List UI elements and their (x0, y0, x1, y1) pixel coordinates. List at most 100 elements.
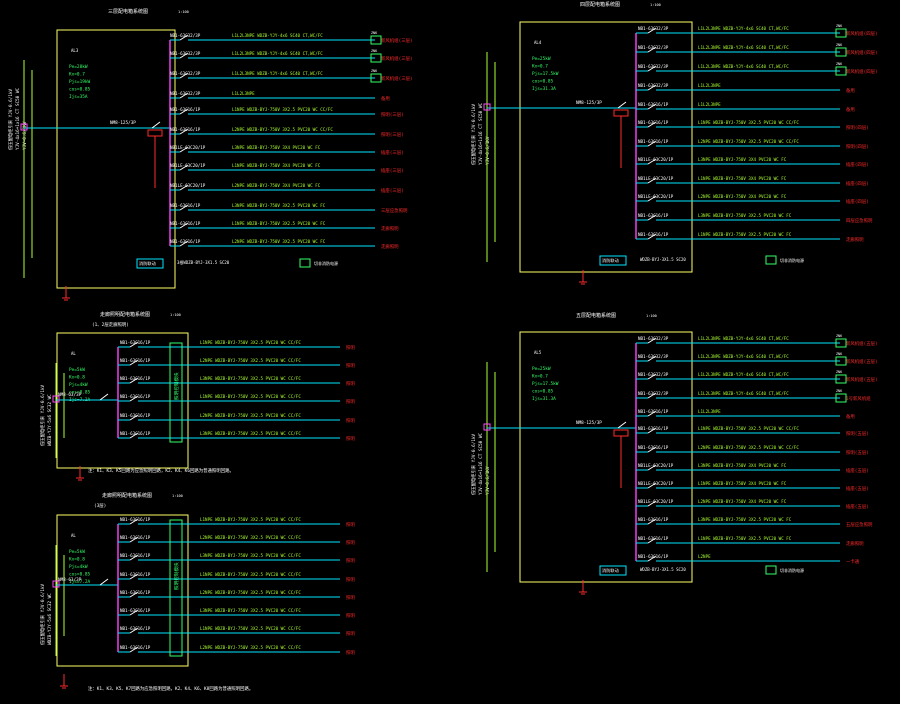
load-parameter: Pjs=17.5kW (532, 381, 559, 387)
load-label: 插座(三层) (381, 167, 404, 174)
breaker-label: NB1LE-63C20/1P (638, 463, 674, 468)
breaker-switch (647, 482, 657, 489)
load-parameter: cos=0.85 (69, 572, 91, 578)
circuit-row: NB1-63C32/3P L1L2L3NPE WDZB-YJY-4x6 SC40 … (170, 69, 413, 83)
load-parameter: Kx=0.7 (532, 374, 548, 380)
distribution-box-frame (56, 29, 176, 289)
load-label: 照明(五层) (846, 450, 869, 456)
load-label: 照明 (346, 363, 355, 369)
breaker-switch (647, 121, 657, 128)
breaker-switch (647, 65, 657, 72)
load-label: 1号新风机组 (846, 395, 871, 402)
load-label: 新风机组(五层) (846, 358, 878, 365)
breaker-label: NB1-63C16/1P (120, 572, 151, 577)
cable-label: L2NPE WDZB-BYJ-750V 3X2.5 PVC20 WC CC/FC (200, 358, 301, 363)
load-label: 新风机组(四层) (846, 49, 878, 56)
fire-linkage-action: 切非消防电源 (780, 257, 804, 263)
breaker-switch (179, 72, 189, 79)
contactor-label: ZNK (836, 389, 843, 393)
load-label: 照明 (346, 631, 355, 637)
load-parameter: cos=0.85 (532, 389, 554, 395)
breaker-label: NB1-63C16/1P (120, 645, 151, 650)
contactor-box (835, 47, 847, 57)
breaker-label: NB1-63C32/3P (170, 71, 201, 76)
breaker-switch (129, 518, 139, 525)
terminal-square (52, 395, 60, 403)
lighting-control-module (169, 342, 183, 443)
cable-label: L1NPE WDZB-BYJ-750V 3X2.5 PVC20 WC CC/FC (200, 517, 301, 522)
breaker-switch (179, 240, 189, 247)
contactor-label: ZNK (836, 370, 843, 374)
fire-linkage-cable: 3根WDZB-BYJ-3X1.5 SC20 (177, 259, 230, 265)
cable-label: L1NPE WDZB-BYJ-750V 3X2.5 PVC20 WC CC/FC (200, 626, 301, 631)
breaker-label: NB1-63C16/1P (638, 139, 669, 144)
breaker-switch (647, 233, 657, 240)
load-label: 照明(四层) (846, 144, 869, 150)
load-label: 一卡通 (846, 558, 860, 565)
breaker-label: NB1-63C16/1P (638, 445, 669, 450)
breaker-label: NB1-63C16/1P (120, 340, 151, 345)
load-label: 插座(四层) (846, 161, 869, 168)
breaker-label: NB1-63C16/1P (120, 358, 151, 363)
breaker-label: NB1-63C16/1P (638, 409, 669, 414)
main-breaker-switch (99, 393, 109, 401)
cable-label: L1L2L3NPE WDZB-YJY-4x6 SC40 CT,WC/FC (698, 354, 789, 359)
load-label: 新风机组(四层) (846, 30, 878, 37)
breaker-label: NB1-63C16/1P (120, 590, 151, 595)
contactor-label: ZNK (371, 69, 378, 73)
panel-title: 四层配电箱系统图 (580, 1, 620, 8)
breaker-label: NB1-63C16/1P (120, 413, 151, 418)
fire-linkage-box (599, 255, 627, 266)
breaker-label: NB1-63C16/1P (170, 127, 201, 132)
cable-label: L1L2L3NPE WDZB-YJY-4x6 SC40 CT,WC/FC (232, 71, 323, 76)
load-label: 照明 (346, 540, 355, 546)
cable-label: L1NPE WDZB-BYJ-750V 3X4 PVC20 WC FC (232, 163, 321, 168)
breaker-switch (129, 414, 139, 421)
load-parameter: Pe=25kW (532, 56, 551, 62)
breaker-label: NB1LE-63C20/1P (170, 183, 206, 188)
load-label: 新风机组(三层) (381, 37, 413, 44)
breaker-label: NB1-63C32/3P (638, 83, 669, 88)
breaker-switch (647, 177, 657, 184)
breaker-switch (647, 537, 657, 544)
module-label: 照明控制模块 (173, 562, 180, 590)
breaker-switch (647, 140, 657, 147)
breaker-switch (647, 392, 657, 399)
cable-label: L2NPE WDZB-BYJ-750V 3X4 PVC20 WC FC (698, 194, 787, 199)
main-breaker-label: NM8-125/3P (576, 420, 602, 426)
box-label: AL3 (71, 48, 79, 53)
panel-scale: 1:100 (178, 10, 189, 14)
cable-label: L2NPE WDZB-BYJ-750V 3X2.5 PVC20 WC CC/FC (200, 590, 301, 595)
breaker-label: NB1-63C16/1P (170, 221, 201, 226)
cable-label: L1NPE WDZB-BYJ-750V 3X2.5 PVC20 WC CC/FC (200, 340, 301, 345)
circuit-row: NB1-63C16/1P L2NPE WDZB-BYJ-750V 3X2.5 PV… (118, 590, 355, 601)
load-label: 四层应急照明 (846, 217, 873, 224)
breaker-switch (647, 84, 657, 91)
main-breaker-label: NM8-125/3P (110, 120, 136, 126)
cable-label: L2NPE WDZB-BYJ-750V 3X4 PVC20 WC FC (232, 183, 321, 188)
breaker-switch (179, 108, 189, 115)
contactor-box (370, 35, 382, 45)
load-label: 备用 (846, 106, 855, 113)
main-breaker-switch (617, 101, 627, 109)
contactor-box (835, 356, 847, 366)
breaker-switch (129, 646, 139, 653)
load-label: 插座(四层) (846, 198, 869, 205)
contactor-label: ZNK (371, 31, 378, 35)
